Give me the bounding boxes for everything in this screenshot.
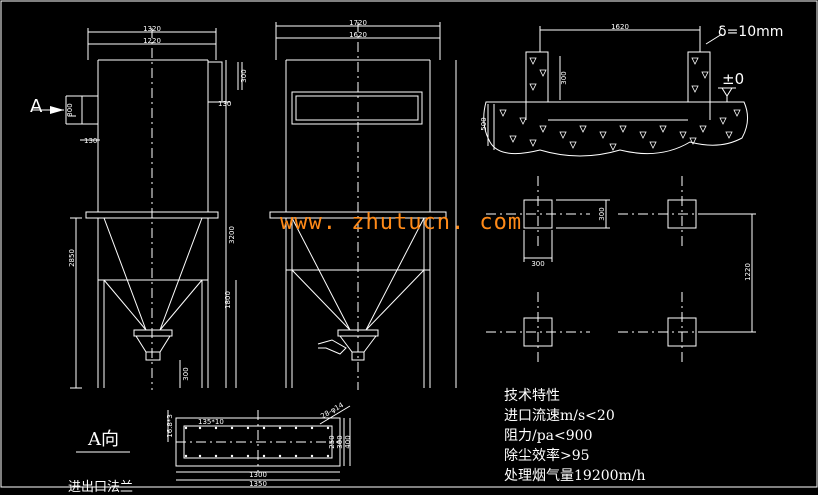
dim-flange-mid-h: 300 [336, 435, 344, 448]
dim-front-inner: 1220 [143, 37, 161, 45]
front-view [65, 28, 243, 390]
dim-flange-bolt: 135*10 [198, 418, 224, 426]
dim-flange-inner-h: 250 [328, 435, 336, 448]
dim-outlet-width: 130 [218, 100, 231, 108]
anchor-pad-1 [523, 199, 553, 229]
dim-pier-height: 300 [560, 71, 568, 84]
watermark-text: www. zhutucn. com [280, 210, 523, 235]
spec-line-gas-volume: 处理烟气量19200m/h [504, 468, 646, 484]
anchor-pad-4 [667, 317, 697, 347]
dim-slab-thickness: 500 [480, 117, 488, 130]
thickness-label: δ=10mm [718, 24, 783, 40]
spec-line-resistance: 阻力/pa<900 [504, 428, 593, 444]
technical-specs: 技术特性 进口流速m/s<20 阻力/pa<900 除尘效率>95 处理烟气量1… [504, 386, 646, 486]
dim-front-top: 1320 [143, 25, 161, 33]
dim-foundation-span: 1620 [611, 23, 629, 31]
anchor-pad-3 [523, 317, 553, 347]
flange-detail [167, 405, 351, 481]
dim-hopper-height: 1800 [224, 291, 232, 309]
dim-inlet-width: 130 [84, 137, 97, 145]
flange-title: 进出口法兰 [68, 480, 134, 495]
dim-pad-height: 300 [598, 207, 606, 220]
dim-side-top: 1720 [349, 19, 367, 27]
dim-total-height: 3200 [228, 226, 236, 244]
dim-outlet-height: 300 [240, 69, 248, 82]
spec-line-inlet-velocity: 进口流速m/s<20 [504, 408, 615, 424]
plan-view [486, 176, 756, 366]
anchor-pad-2 [667, 199, 697, 229]
dim-leg-height: 2850 [68, 249, 76, 267]
dim-pad-width: 300 [531, 260, 544, 268]
side-view [269, 22, 457, 390]
dim-inlet-height: 300 [66, 103, 74, 116]
specs-title: 技术特性 [504, 388, 560, 404]
dim-flange-inner-w: 1300 [249, 471, 267, 479]
dim-flange-outer-h: 400 [344, 435, 352, 448]
foundation-section [483, 26, 748, 157]
view-marker-letter: A [30, 96, 43, 117]
dim-flange-edge: 16.8*3 [166, 414, 174, 438]
dim-flange-outer-w: 1350 [249, 480, 267, 488]
dim-outlet-clearance: 300 [182, 367, 190, 380]
elevation-label: ±0 [722, 70, 744, 88]
view-arrow [32, 106, 64, 114]
spec-line-efficiency: 除尘效率>95 [504, 448, 590, 464]
view-title: A向 [88, 429, 119, 450]
dim-pad-spacing: 1220 [744, 263, 752, 281]
dim-side-inner: 1620 [349, 31, 367, 39]
